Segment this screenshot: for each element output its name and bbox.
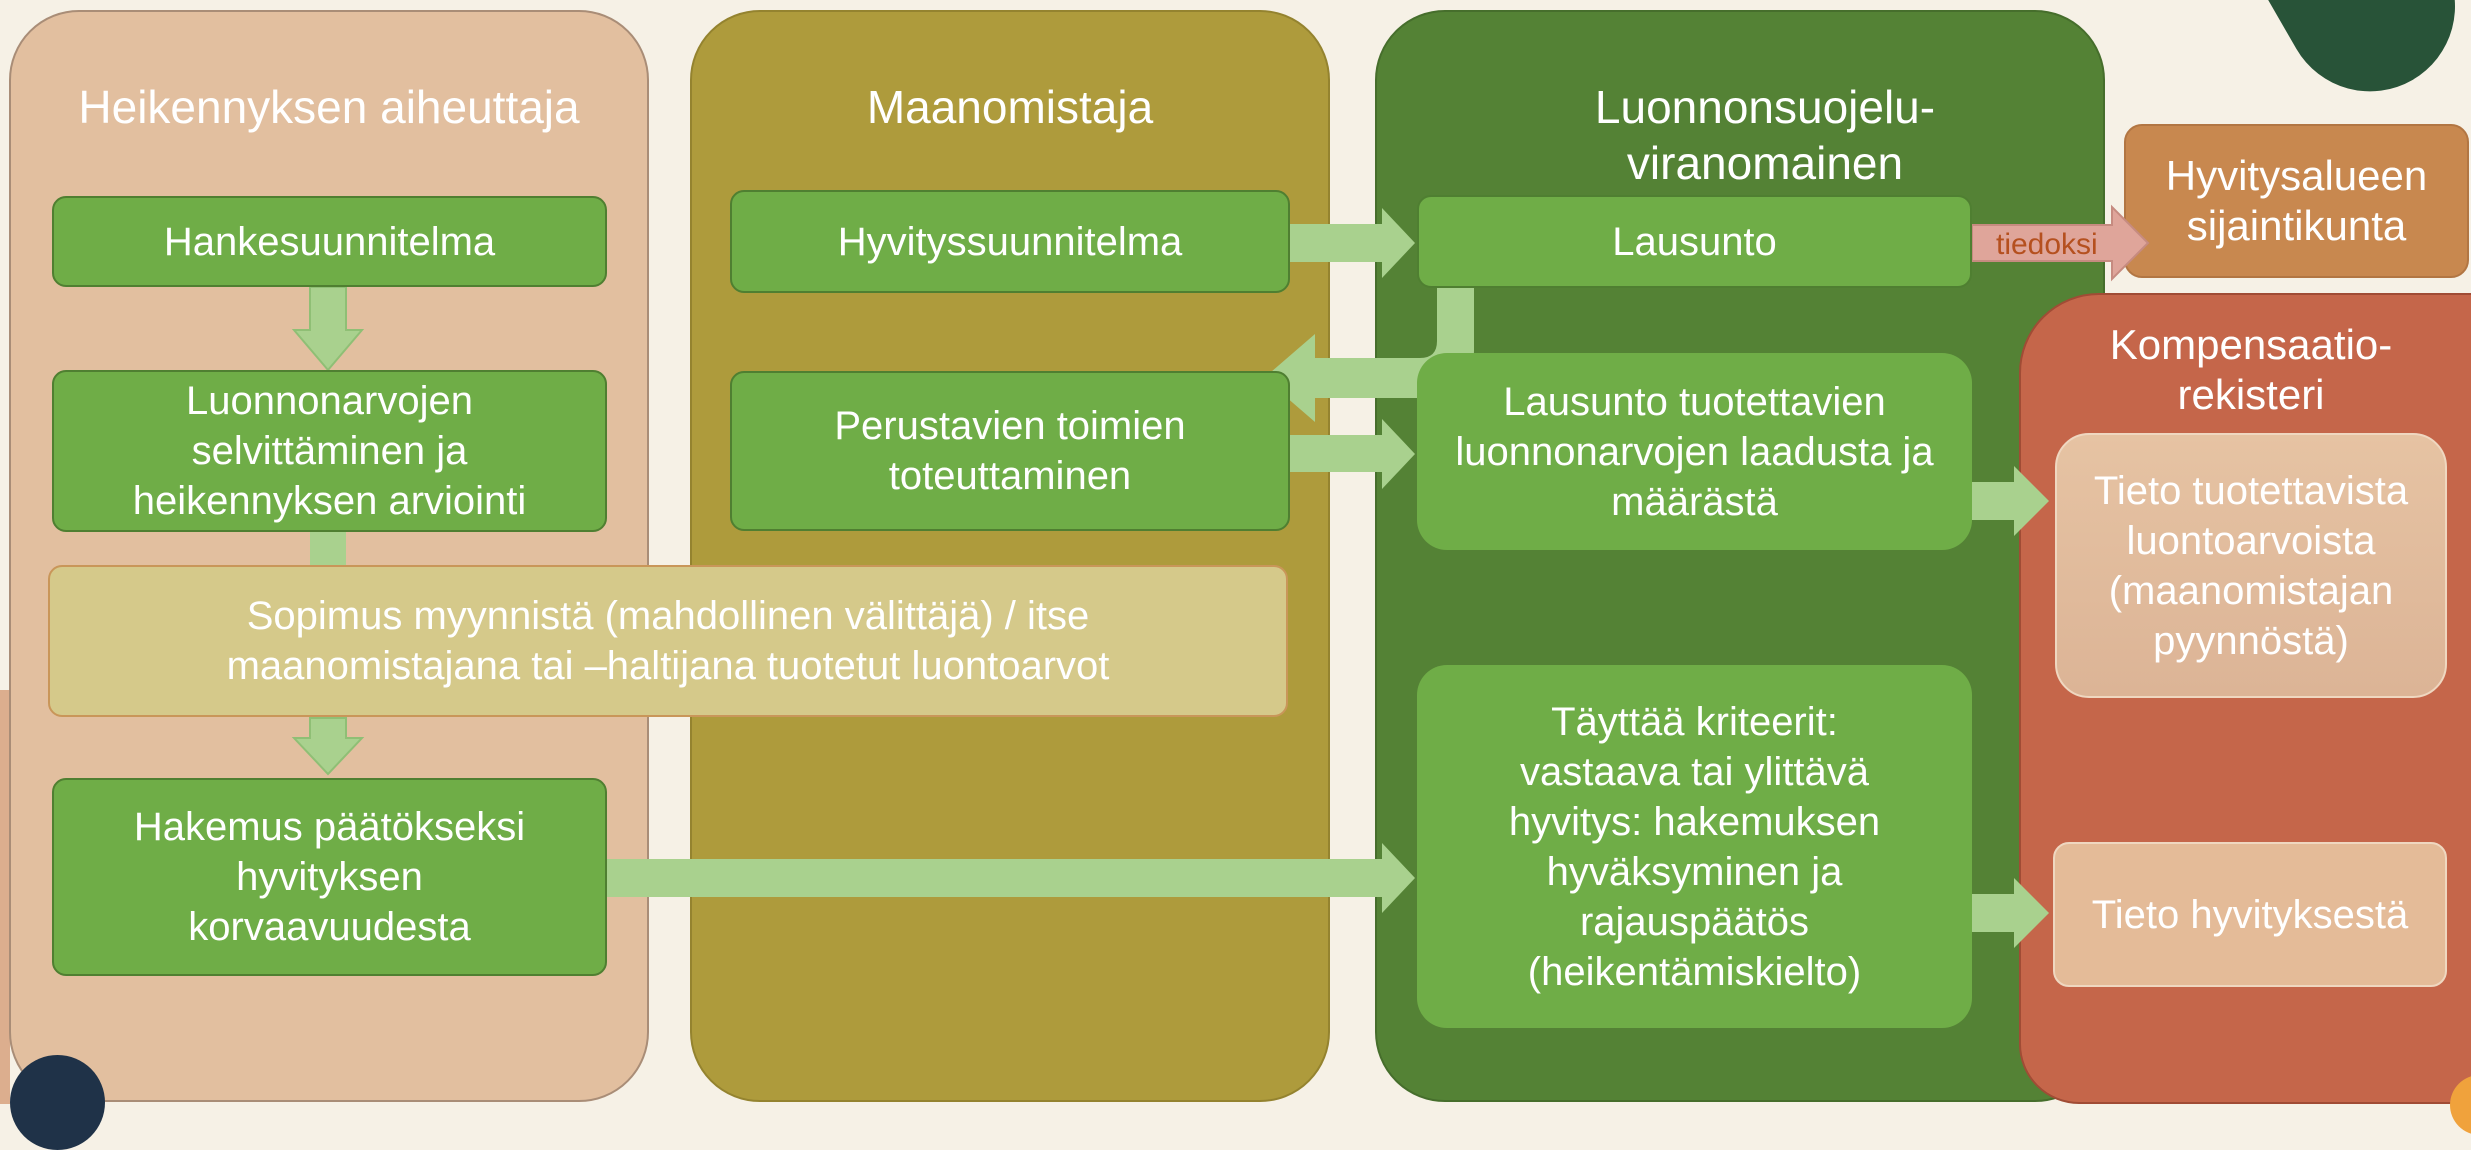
nature-values-box: Luonnonarvojen selvittäminen ja heikenny… xyxy=(52,370,607,532)
agreement-box: Sopimus myynnistä (mahdollinen välittäjä… xyxy=(48,565,1288,717)
compensation-plan-box: Hyvityssuunnitelma xyxy=(730,190,1290,293)
arrow-application-to-criteria xyxy=(605,843,1415,913)
notice-label: tiedoksi xyxy=(1996,228,2098,261)
lane-title-causer: Heikennyksen aiheuttaja xyxy=(78,81,580,133)
statement-box: Lausunto xyxy=(1417,195,1972,288)
application-box: Hakemus päätökseksi hyvityksen korvaavuu… xyxy=(52,778,607,976)
arrow-plan-to-statement xyxy=(1290,208,1415,278)
lane-title-landowner: Maanomistaja xyxy=(866,81,1154,133)
lane-title-authority: Luonnonsuojelu- viranomainen xyxy=(1594,81,1936,189)
arrow-criteria-to-info xyxy=(1970,878,2049,948)
decorative-strip xyxy=(0,690,10,1104)
info-values-box: Tieto tuotettavista luontoarvoista (maan… xyxy=(2055,433,2447,698)
lane-title-register: Kompensaatio- rekisteri xyxy=(2109,321,2393,418)
statement-quality-box: Lausunto tuotettavien luonnonarvojen laa… xyxy=(1417,353,1972,550)
arrow-statement-to-municipality xyxy=(1971,204,2150,282)
basic-measures-box: Perustavien toimien toteuttaminen xyxy=(730,371,1290,531)
arrow-measures-to-quality xyxy=(1290,419,1415,489)
municipality-box: Hyvitysalueen sijaintikunta xyxy=(2124,124,2469,278)
criteria-box: Täyttää kriteerit: vastaava tai ylittävä… xyxy=(1417,665,1972,1028)
arrow-quality-to-info xyxy=(1970,466,2049,536)
info-compensation-box: Tieto hyvityksestä xyxy=(2053,842,2447,987)
arrow-agreement-to-application xyxy=(291,717,365,776)
project-plan-box: Hankesuunnitelma xyxy=(52,196,607,287)
logo-badge xyxy=(10,1055,105,1150)
arrow-plan-to-values xyxy=(291,286,365,372)
connector-values-to-agreement xyxy=(310,532,346,568)
